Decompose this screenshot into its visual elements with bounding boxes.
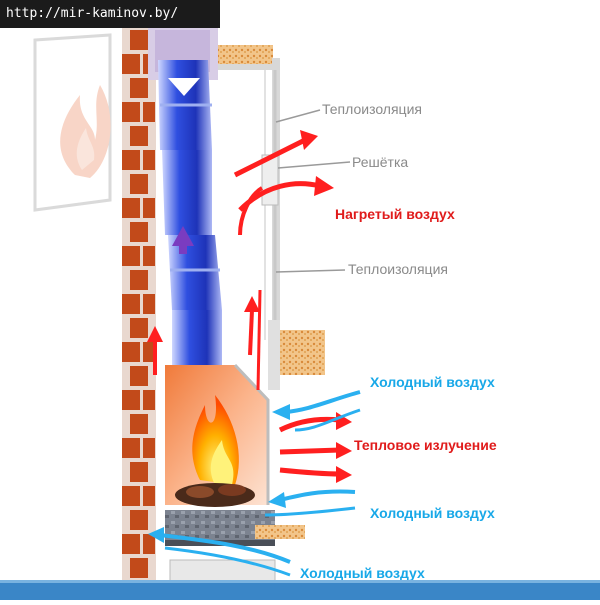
hot-air-arrows xyxy=(147,130,352,483)
brick xyxy=(122,198,140,218)
brick xyxy=(122,534,140,554)
brick xyxy=(122,390,140,410)
brick xyxy=(143,246,155,266)
brick xyxy=(122,486,140,506)
brick xyxy=(143,438,155,458)
label-insulation-bottom: Теплоизоляция xyxy=(348,261,448,277)
brick xyxy=(143,534,155,554)
brick xyxy=(135,126,147,146)
brick xyxy=(122,294,140,314)
label-cold-air-2: Холодный воздух xyxy=(370,505,495,521)
flue-pipe xyxy=(158,60,222,372)
brick xyxy=(143,486,155,506)
firebox xyxy=(165,363,270,507)
cold-air-arrows xyxy=(148,390,361,577)
brick xyxy=(135,30,147,50)
label-cold-air-3: Холодный воздух xyxy=(300,565,425,581)
brick xyxy=(122,102,140,122)
floor xyxy=(0,583,600,600)
brick xyxy=(143,294,155,314)
brick xyxy=(135,78,147,98)
brick xyxy=(122,246,140,266)
label-heated-air: Нагретый воздух xyxy=(335,206,455,222)
brick xyxy=(135,174,147,194)
brick xyxy=(122,150,140,170)
brick xyxy=(135,558,147,578)
brick xyxy=(135,366,147,386)
brick xyxy=(122,342,140,362)
label-grille: Решётка xyxy=(352,154,409,170)
label-thermal-radiation: Тепловое излучение xyxy=(354,437,497,453)
brick xyxy=(135,318,147,338)
brick xyxy=(135,270,147,290)
label-cold-air-1: Холодный воздух xyxy=(370,374,495,390)
leader-lines xyxy=(275,109,351,273)
brick xyxy=(135,462,147,482)
brick xyxy=(122,54,140,74)
brick xyxy=(143,198,155,218)
brick xyxy=(143,102,155,122)
brick-wall xyxy=(122,28,156,583)
brick xyxy=(135,510,147,530)
brick xyxy=(122,438,140,458)
site-url: http://mir-kaminov.by/ xyxy=(0,0,220,28)
label-insulation-top: Теплоизоляция xyxy=(322,101,422,117)
brick xyxy=(143,390,155,410)
brick xyxy=(143,342,155,362)
floor-highlight xyxy=(0,580,600,584)
brick xyxy=(143,150,155,170)
brick xyxy=(135,222,147,242)
watermark-logo xyxy=(33,33,112,212)
brick xyxy=(135,414,147,434)
